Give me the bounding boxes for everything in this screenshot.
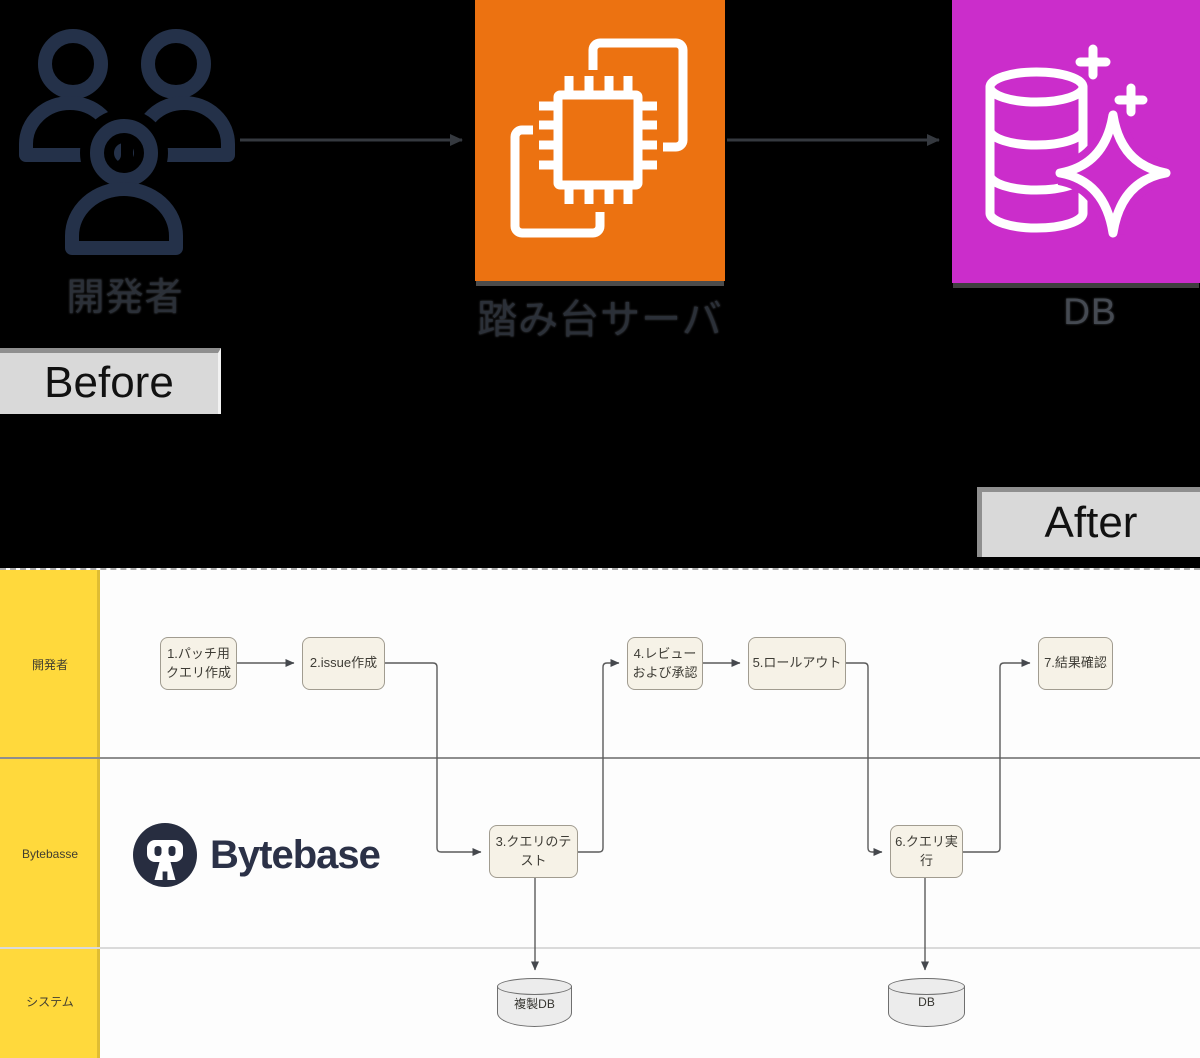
lane-label-developer: 開発者 (31, 658, 68, 672)
db-cylinder: DB (888, 978, 965, 1027)
database-label: DB (1063, 291, 1117, 332)
users-icon (19, 29, 235, 257)
step-2-create-issue: 2.issue作成 (302, 637, 385, 690)
step-text: 7.結果確認 (1044, 655, 1107, 671)
bytebase-mascot-icon (133, 823, 197, 887)
db-label: DB (918, 995, 935, 1009)
bytebase-logo: Bytebase (133, 822, 433, 888)
replica-db-cylinder: 複製DB (497, 978, 572, 1027)
step-text: 1.パッチ用 (167, 646, 230, 662)
step-1-create-patch-query: 1.パッチ用 クエリ作成 (160, 637, 237, 690)
step-text: 6.クエリ実 (895, 834, 958, 850)
step-text: 5.ロールアウト (752, 655, 842, 671)
cylinder-lid (497, 978, 572, 995)
step-text: スト (520, 852, 547, 868)
lane-divider-1 (0, 757, 1200, 759)
swimlane-header-column (0, 570, 100, 1058)
step-text: 4.レビュー (633, 646, 697, 662)
replica-db-label: 複製DB (514, 997, 555, 1011)
step-text: クエリ作成 (165, 664, 231, 680)
lane-label-system: システム (26, 995, 74, 1009)
step-4-review-approve: 4.レビュー および承認 (627, 637, 703, 690)
after-badge: After (977, 487, 1200, 557)
before-badge: Before (0, 348, 221, 414)
step-text: 3.クエリのテ (495, 834, 572, 850)
step-7-check-result: 7.結果確認 (1038, 637, 1113, 690)
step-6-run-query: 6.クエリ実 行 (890, 825, 963, 878)
lane-label-bytebase: Bytebasse (21, 847, 79, 861)
step-text: 2.issue作成 (309, 655, 378, 671)
cylinder-lid (888, 978, 965, 995)
database-tile (952, 0, 1200, 283)
database-sparkle-icon (985, 44, 1171, 238)
bytebase-wordmark: Bytebase (210, 832, 381, 877)
step-3-test-query: 3.クエリのテ スト (489, 825, 578, 878)
chip-icon (510, 38, 688, 238)
step-text: および承認 (632, 664, 698, 680)
bastion-server-tile (475, 0, 725, 281)
step-5-rollout: 5.ロールアウト (748, 637, 846, 690)
step-text: 行 (919, 852, 933, 868)
bastion-server-label: 踏み台サーバ (477, 298, 723, 342)
lane-divider-2 (0, 947, 1200, 949)
users-label: 開発者 (66, 277, 184, 319)
